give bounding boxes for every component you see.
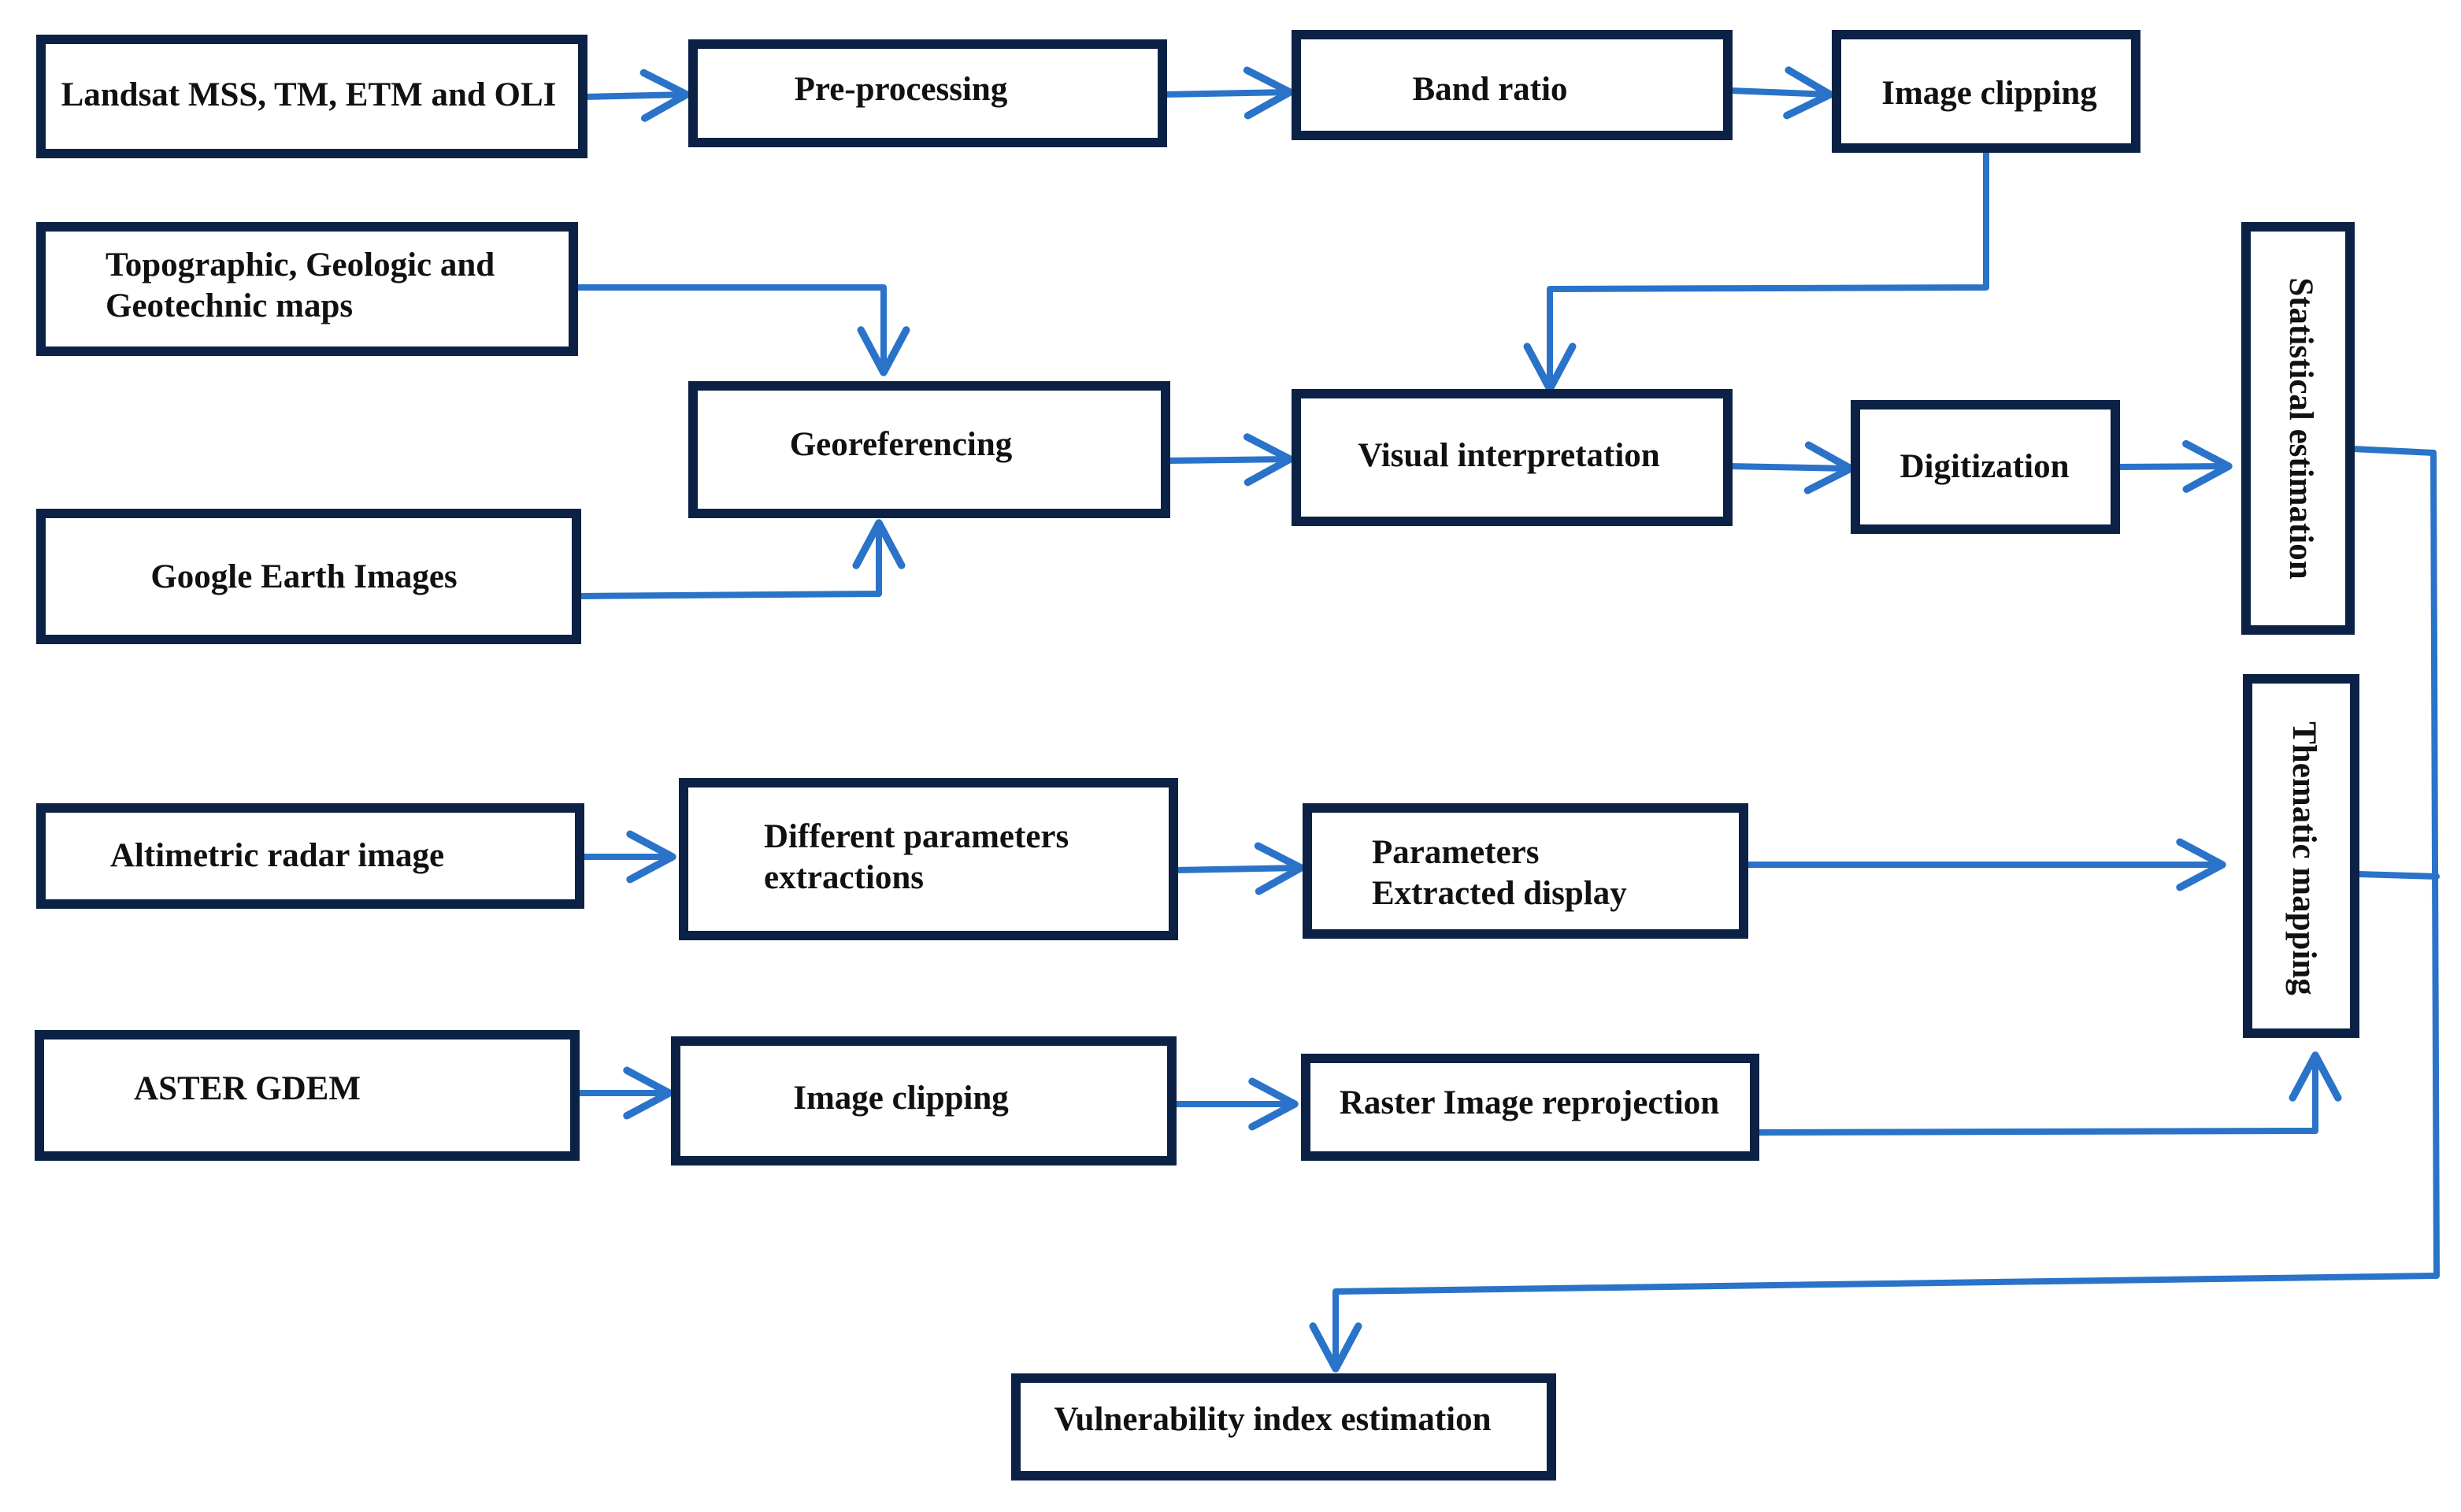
box-thematic-mapping: Thematic mapping [2243, 674, 2359, 1038]
label-band-ratio: Band ratio [1412, 71, 1567, 108]
label-different-params-line-1: Different parameters [764, 818, 1069, 855]
connector-thematic-mapping-to-side-line [2355, 871, 2440, 880]
label-topo-maps-line-2: Geotechnic maps [106, 287, 353, 324]
box-image-clipping-top: Image clipping [1832, 30, 2140, 153]
box-image-clipping-bottom: Image clipping [671, 1036, 1177, 1166]
box-band-ratio: Band ratio [1292, 30, 1733, 140]
label-params-display-line-1: Parameters [1372, 834, 1539, 871]
box-vulnerability: Vulnerability index estimation [1011, 1373, 1556, 1480]
box-altimetric: Altimetric radar image [36, 803, 584, 909]
label-raster-reprojection: Raster Image reprojection [1340, 1084, 1720, 1121]
arrow-preprocessing-to-band-ratio [1161, 66, 1294, 120]
label-image-clipping-top: Image clipping [1881, 75, 2097, 112]
arrow-visual-interpretation-to-digitization [1726, 441, 1855, 495]
label-georeferencing: Georeferencing [790, 426, 1013, 463]
box-different-params: Different parameters extractions [679, 778, 1178, 940]
box-digitization: Digitization [1851, 400, 2120, 534]
box-statistical-estimation: Statistical estimation [2241, 222, 2355, 635]
label-different-params: Different parameters extractions [764, 818, 1077, 896]
box-google-earth: Google Earth Images [36, 509, 581, 644]
label-aster: ASTER GDEM [134, 1070, 361, 1107]
label-preprocessing: Pre-processing [795, 71, 1008, 108]
label-landsat: Landsat MSS, TM, ETM and OLI [61, 76, 557, 113]
label-statistical-estimation: Statistical estimation [2282, 277, 2319, 579]
box-preprocessing: Pre-processing [688, 39, 1167, 147]
arrow-google-earth-to-georeferencing [576, 519, 906, 599]
label-altimetric: Altimetric radar image [110, 837, 444, 874]
label-image-clipping-bottom: Image clipping [793, 1080, 1009, 1117]
arrow-side-line-to-vulnerability-index [1309, 450, 2440, 1373]
label-thematic-mapping: Thematic mapping [2285, 721, 2322, 995]
arrow-raster-reprojection-to-thematic-mapping [1756, 1051, 2342, 1136]
label-different-params-line-2: extractions [764, 859, 924, 896]
box-aster: ASTER GDEM [35, 1030, 580, 1161]
box-georeferencing: Georeferencing [688, 381, 1170, 518]
label-topo-maps: Topographic, Geologic and Geotechnic map… [106, 246, 503, 324]
arrow-digitization-to-statistical-estimation [2114, 439, 2233, 493]
box-topo-maps: Topographic, Geologic and Geotechnic map… [36, 222, 578, 356]
connectors [572, 66, 2440, 1373]
label-visual-interpretation: Visual interpretation [1358, 437, 1659, 474]
arrow-georeferencing-to-visual-interpretation [1166, 433, 1294, 487]
label-topo-maps-line-1: Topographic, Geologic and [106, 246, 495, 284]
arrow-band-ratio-to-image-clipping [1726, 66, 1834, 120]
label-google-earth: Google Earth Images [150, 558, 457, 595]
box-params-display: Parameters Extracted display [1303, 803, 1748, 939]
arrow-different-params-to-params-display [1170, 842, 1305, 895]
box-raster-reprojection: Raster Image reprojection [1301, 1054, 1759, 1161]
arrow-topo-maps-to-georeferencing [572, 284, 910, 376]
label-vulnerability: Vulnerability index estimation [1054, 1401, 1491, 1438]
arrow-image-clipping-to-visual-interpretation [1523, 145, 1989, 393]
label-params-display-line-2: Extracted display [1372, 875, 1627, 912]
label-params-display: Parameters Extracted display [1372, 834, 1627, 912]
label-digitization: Digitization [1900, 448, 2070, 485]
box-landsat: Landsat MSS, TM, ETM and OLI [36, 35, 587, 158]
box-visual-interpretation: Visual interpretation [1292, 389, 1733, 526]
connector-statistical-estimation-to-side-line [2350, 446, 2437, 456]
arrow-landsat-to-preprocessing [581, 69, 691, 122]
